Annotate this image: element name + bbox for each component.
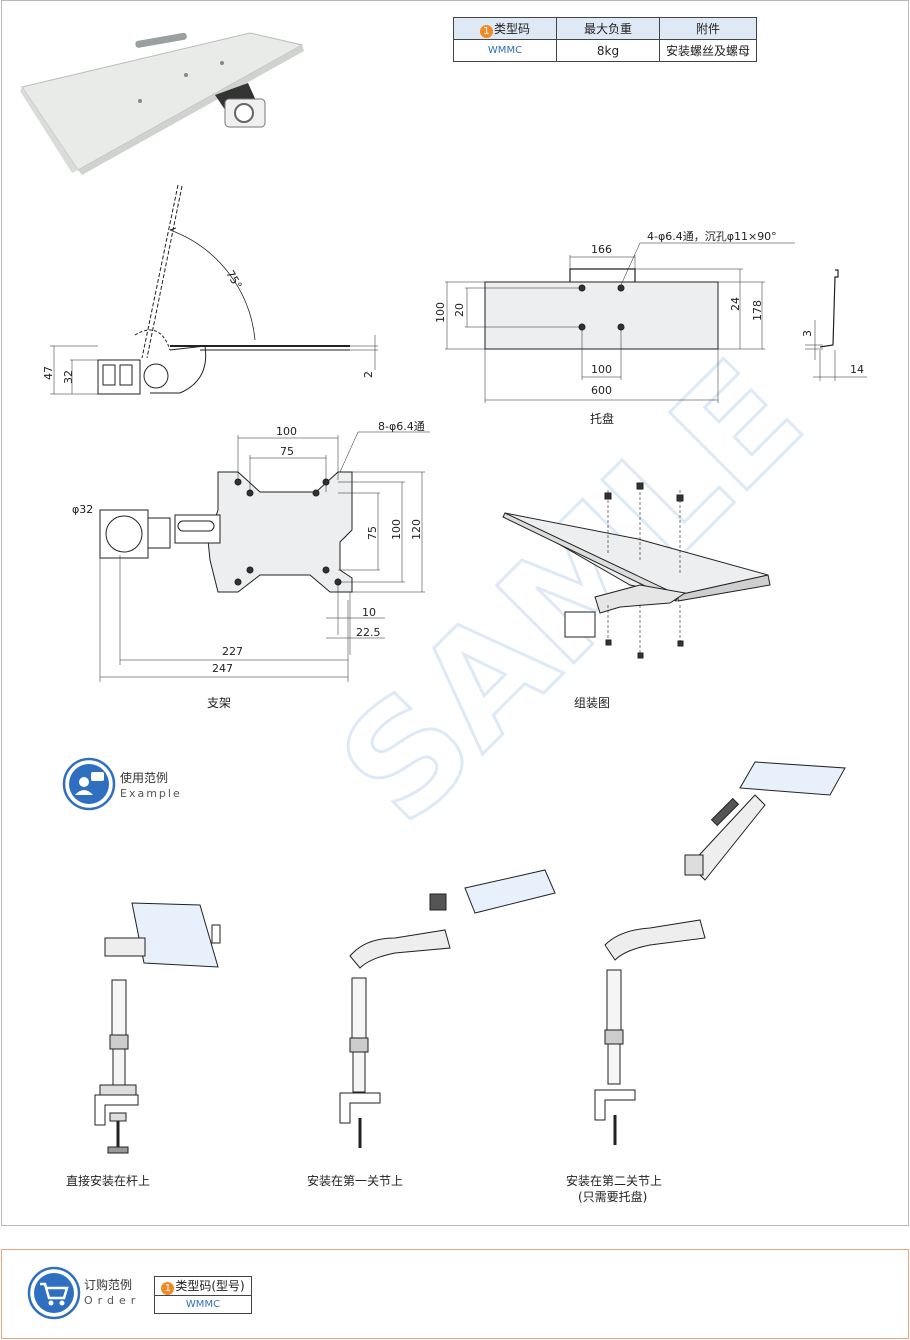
- bracket-caption: 支架: [207, 696, 232, 710]
- header-accessory: 附件: [659, 17, 757, 40]
- example-scene-first-joint: [339, 869, 556, 1148]
- product-photo: [20, 32, 304, 175]
- order-title: 订购范例: [84, 1278, 133, 1292]
- example-scene-pole: [94, 902, 221, 1154]
- dim-100-top: 100: [276, 425, 297, 438]
- angle-label: 75°: [223, 268, 244, 291]
- example-caption-pole: 直接安装在杆上: [66, 1174, 151, 1188]
- example-caption-second-joint: 安装在第二关节上: [566, 1174, 663, 1188]
- dim-47: 47: [42, 366, 55, 380]
- example-icon: [62, 757, 116, 811]
- dim-227: 227: [222, 645, 243, 658]
- cart-icon: [27, 1266, 81, 1320]
- dim-75-top: 75: [280, 445, 294, 458]
- order-subtitle: Order: [84, 1294, 141, 1307]
- header-max-load: 最大负重: [556, 17, 660, 40]
- dim-14: 14: [850, 363, 864, 376]
- dim-22-5: 22.5: [356, 626, 381, 639]
- dim-phi32: φ32: [72, 503, 93, 516]
- cell-accessory: 安装螺丝及螺母: [659, 39, 757, 62]
- dim-2: 2: [362, 371, 375, 378]
- dim-100-v2: 100: [390, 519, 403, 540]
- example-subtitle: Example: [120, 787, 182, 800]
- tray-drawing: 4-φ6.4通，沉孔φ11×90° 166 100 20 24 178 100 …: [434, 230, 867, 403]
- example-scene-second-joint: [594, 761, 846, 1145]
- dim-32: 32: [62, 370, 75, 384]
- cell-load: 8kg: [556, 39, 660, 62]
- badge-1: 1: [479, 24, 493, 38]
- order-value: WMMC: [154, 1295, 252, 1314]
- example-title: 使用范例: [120, 771, 169, 785]
- watermark: SAMLE: [307, 328, 837, 858]
- dim-3: 3: [801, 330, 814, 337]
- dim-600: 600: [591, 384, 612, 397]
- main-panel: [1, 0, 909, 1226]
- bracket-hole-note: 8-φ6.4通: [378, 420, 425, 433]
- dim-100-v: 100: [434, 302, 447, 323]
- dim-120: 120: [410, 519, 423, 540]
- dim-10: 10: [362, 606, 376, 619]
- tray-hole-note: 4-φ6.4通，沉孔φ11×90°: [647, 230, 777, 243]
- example-caption-tray-only: (只需要托盘): [578, 1190, 648, 1204]
- tray-caption: 托盘: [590, 412, 615, 426]
- dim-75-v: 75: [366, 526, 379, 540]
- dim-166: 166: [591, 243, 612, 256]
- dim-178: 178: [751, 300, 764, 321]
- cell-code: WMMC: [453, 39, 557, 62]
- dim-247: 247: [212, 662, 233, 675]
- bracket-drawing: 100 75 8-φ6.4通 φ32 75 100 120 10 22.5 22…: [72, 420, 430, 682]
- order-panel: [1, 1249, 909, 1339]
- dim-100-h: 100: [591, 363, 612, 376]
- example-caption-first-joint: 安装在第一关节上: [307, 1174, 404, 1188]
- assembly-caption: 组装图: [574, 696, 611, 710]
- assembly-drawing: [502, 482, 771, 659]
- dim-20: 20: [453, 303, 466, 317]
- side-view-drawing: 75° 47 32 2: [42, 184, 378, 395]
- order-badge: 1: [161, 1282, 175, 1295]
- dim-24: 24: [729, 297, 742, 311]
